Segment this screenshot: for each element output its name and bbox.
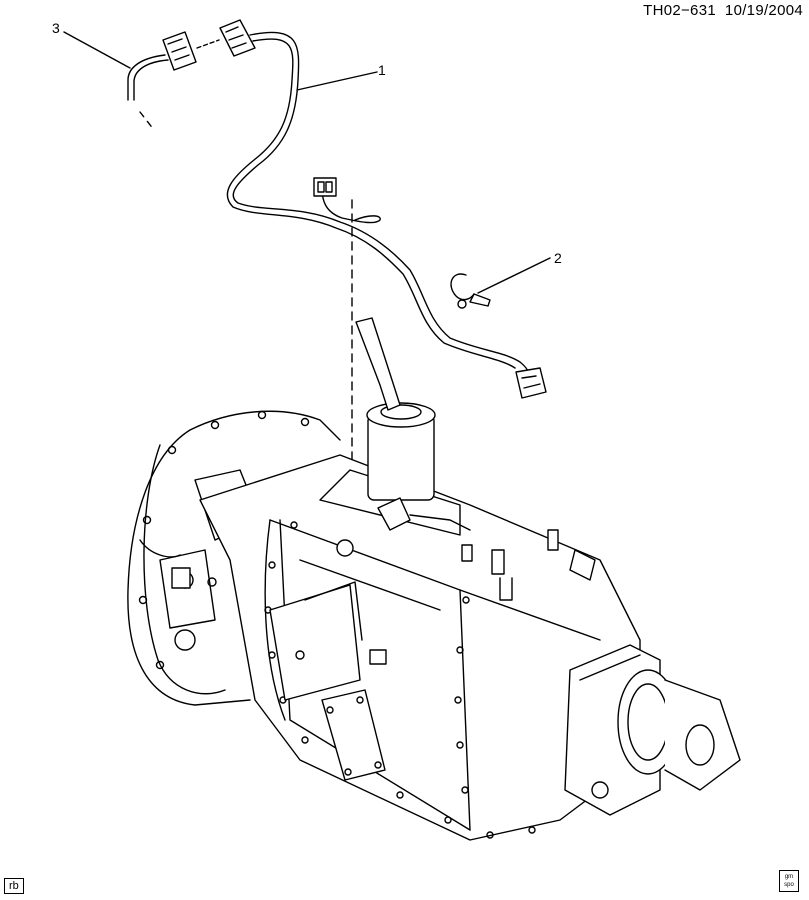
leader-1	[296, 71, 378, 91]
shift-lever	[355, 317, 401, 411]
drawing-reference: TH02−631 10/19/2004	[643, 2, 803, 19]
harness-left-pigtail	[127, 54, 166, 101]
connector-left-icon	[162, 31, 197, 71]
connector-mid-icon	[313, 177, 337, 197]
leader-3	[63, 31, 131, 69]
connector-end-icon	[515, 367, 547, 399]
gm-spo-logo-icon: gm spo	[779, 870, 799, 892]
reference-date: 10/19/2004	[724, 2, 803, 19]
drafter-initials: rb	[4, 878, 24, 894]
lower-cover	[321, 689, 386, 781]
neutral-sensor	[377, 497, 411, 531]
wiring-harness	[127, 31, 531, 386]
harness-connectors	[162, 19, 547, 399]
callout-1-label: 1	[378, 62, 386, 78]
connector-right-icon	[219, 19, 256, 57]
logo-line-1: gm	[784, 874, 794, 880]
callout-leaders	[63, 31, 551, 294]
transmission-assembly	[127, 317, 741, 841]
shifter-tower	[367, 414, 435, 501]
harness-left-pigtail-inner	[133, 59, 169, 101]
output-yoke	[664, 679, 741, 791]
callout-2-label: 2	[554, 250, 562, 266]
harness-main-run-inner	[226, 38, 516, 369]
leader-2	[477, 257, 551, 294]
harness-branch-to-sensor	[321, 187, 381, 224]
logo-line-2: spo	[784, 882, 794, 888]
harness-main-run	[232, 31, 531, 386]
pigtail-leader-dash	[139, 111, 155, 131]
harness-clip-icon	[450, 273, 491, 309]
callout-3-label: 3	[52, 20, 60, 36]
reference-code: TH02−631	[643, 2, 716, 19]
